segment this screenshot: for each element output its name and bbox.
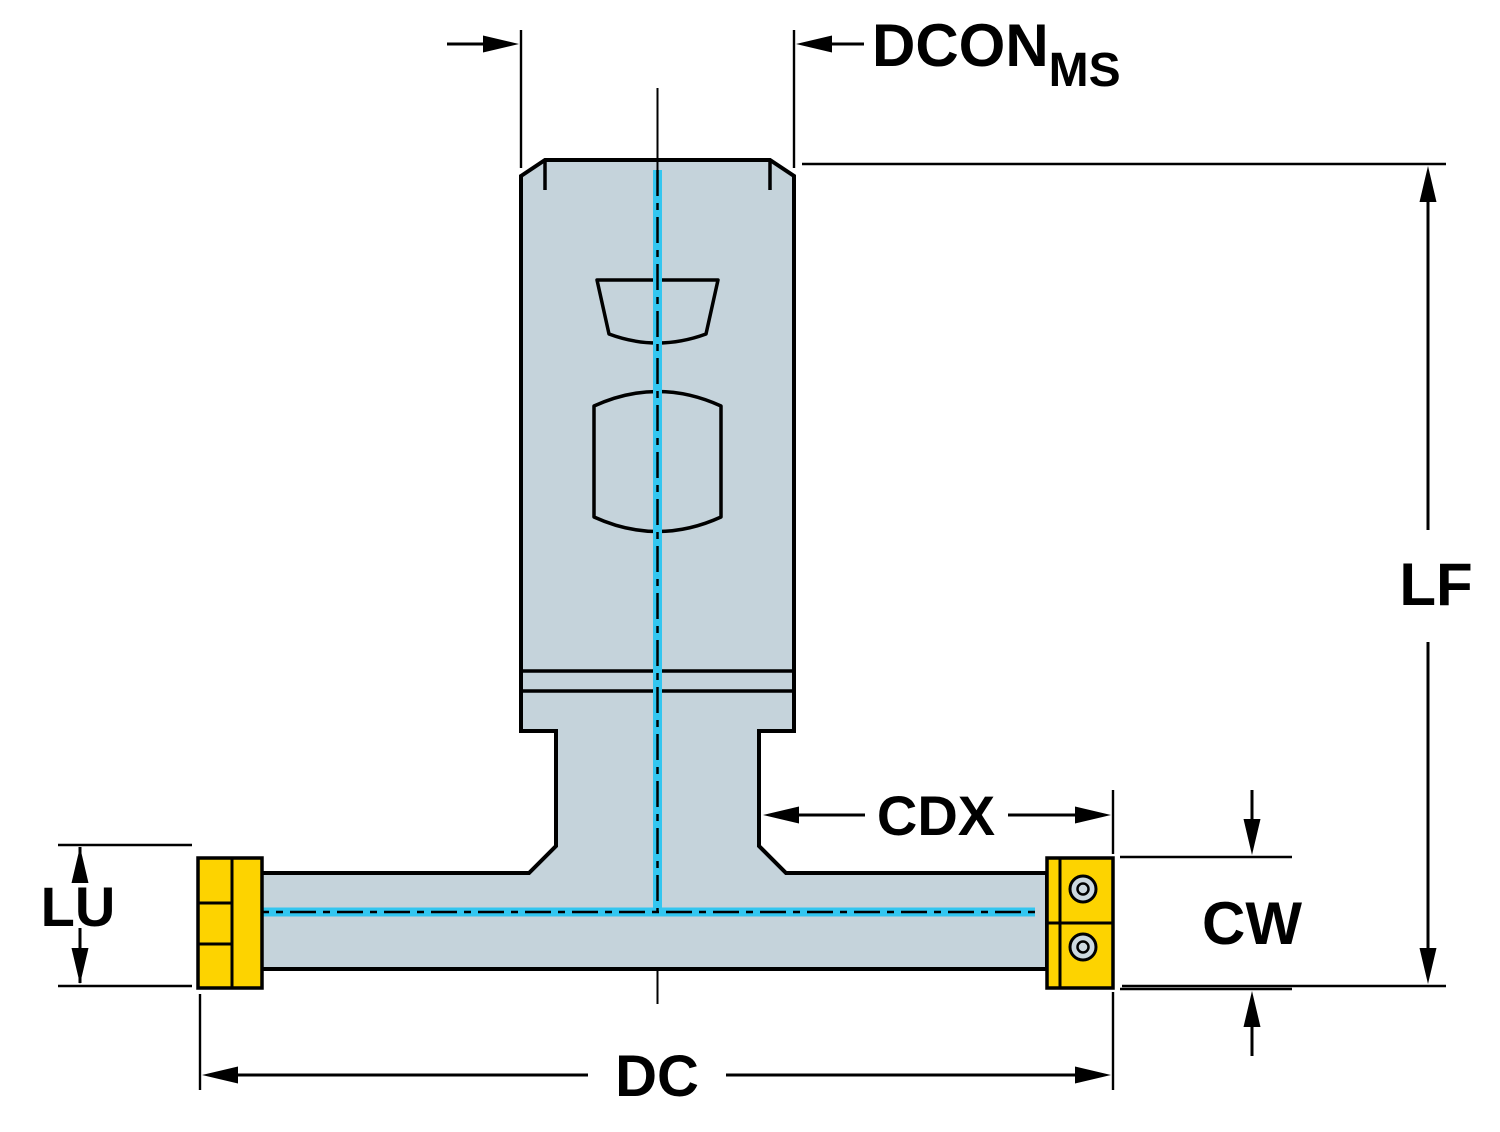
clamp-hole-lower (592, 389, 723, 534)
label-cw: CW (1202, 890, 1302, 957)
arrowhead (71, 847, 89, 883)
dimension-lu: LU (41, 843, 192, 988)
centerlines-group (243, 88, 1035, 1004)
arrowhead (202, 1066, 238, 1084)
label-lu: LU (41, 875, 116, 938)
arrowhead (1419, 166, 1437, 202)
arrowhead (1075, 806, 1111, 824)
dimension-dcon: DCONMS (447, 12, 1121, 168)
dimension-cdx: CDX (763, 784, 1115, 854)
insert-screw-hole-top-inner (1076, 882, 1090, 896)
insert-screw-hole-top (1068, 874, 1098, 904)
label-cdx: CDX (877, 784, 995, 847)
arrowhead (1419, 948, 1437, 984)
arrowhead (1243, 819, 1261, 855)
insert-screw-hole-bottom-inner (1076, 940, 1090, 954)
arrowhead (483, 35, 519, 53)
label-dc: DC (615, 1044, 699, 1109)
insert-cartridge-right (1045, 856, 1115, 990)
dimension-dc: DC (198, 992, 1115, 1109)
dimension-cw: CW (1120, 790, 1302, 1056)
arrowhead (71, 948, 89, 984)
insert-left-body (196, 856, 264, 990)
dimension-lf: LF (802, 162, 1473, 988)
arrowhead (763, 806, 799, 824)
arrowhead (1075, 1066, 1111, 1084)
arrowhead (796, 35, 832, 53)
insert-screw-hole-bottom (1068, 932, 1098, 962)
arrowhead (1243, 991, 1261, 1027)
label-lf: LF (1399, 551, 1472, 618)
label-dcon: DCONMS (872, 12, 1121, 97)
insert-cartridge-left (196, 856, 264, 990)
